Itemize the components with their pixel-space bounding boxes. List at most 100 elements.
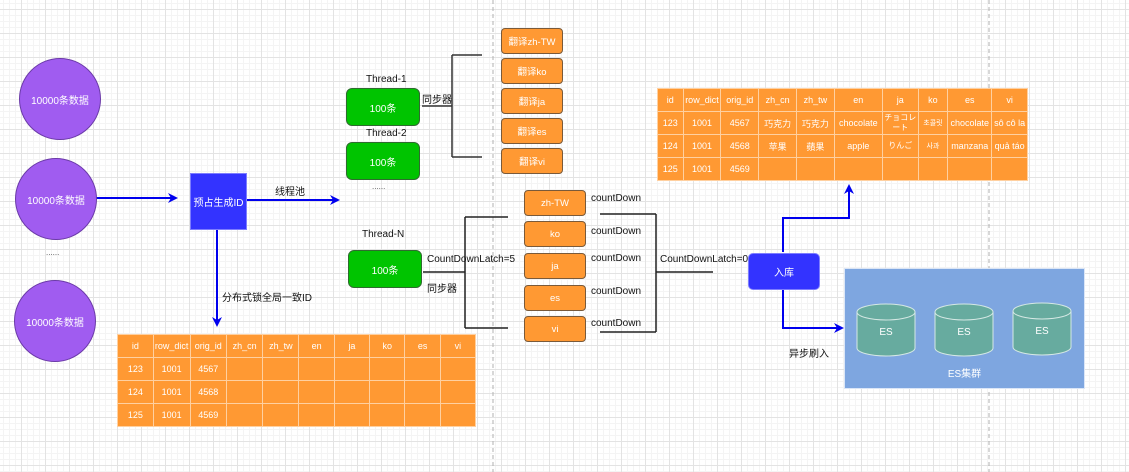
thread-ellipsis: ...... xyxy=(372,182,386,191)
column-header: id xyxy=(657,88,684,112)
table-cell xyxy=(262,357,300,381)
database-icon xyxy=(856,303,916,357)
translate-task-ja[interactable]: 翻译ja xyxy=(501,88,563,114)
preallocate-id-box[interactable]: 预占生成ID xyxy=(190,173,247,230)
thread-2-title: Thread-2 xyxy=(366,128,407,139)
column-header: zh_cn xyxy=(225,334,264,358)
source-ellipsis: ...... xyxy=(46,248,60,257)
table-cell: 1001 xyxy=(152,357,191,381)
table-cell xyxy=(225,403,264,427)
table-cell: quả táo xyxy=(991,134,1028,158)
source-data-node-2[interactable]: 10000条数据 xyxy=(15,158,97,240)
table-cell: manzana xyxy=(947,134,993,158)
table-cell: 1001 xyxy=(152,403,191,427)
es-node-1[interactable]: ES xyxy=(856,303,916,357)
column-header: row_dict xyxy=(152,334,191,358)
table-cell xyxy=(333,357,371,381)
table-cell xyxy=(298,380,335,404)
thread-1-title: Thread-1 xyxy=(366,74,407,85)
column-header: orig_id xyxy=(189,334,227,358)
es-node-3[interactable]: ES xyxy=(1012,302,1072,356)
countdown-label-3: countDown xyxy=(591,253,642,264)
table-cell: 초콜릿 xyxy=(917,111,949,135)
column-header: zh_tw xyxy=(795,88,835,112)
column-header: zh_tw xyxy=(262,334,300,358)
table-cell xyxy=(947,157,993,181)
table-cell: 4568 xyxy=(189,380,227,404)
column-header: ko xyxy=(369,334,406,358)
table-cell xyxy=(991,157,1028,181)
lang-task-es[interactable]: es xyxy=(524,285,586,311)
table-cell: chocolate xyxy=(833,111,883,135)
column-header: row_dict xyxy=(682,88,722,112)
threadpool-label: 线程池 xyxy=(275,187,305,198)
translate-task-es[interactable]: 翻译es xyxy=(501,118,563,144)
column-header: ja xyxy=(881,88,919,112)
lang-task-ko[interactable]: ko xyxy=(524,221,586,247)
column-header: orig_id xyxy=(720,88,760,112)
latch-bracket-start xyxy=(423,216,508,329)
table-cell: 巧克力 xyxy=(758,111,797,135)
arrow-store-to-es xyxy=(782,290,844,333)
translate-task-vi[interactable]: 翻译vi xyxy=(501,148,563,174)
table-cell: チョコレート xyxy=(881,111,919,135)
table-cell: 125 xyxy=(117,403,154,427)
lang-task-vi[interactable]: vi xyxy=(524,316,586,342)
table-cell xyxy=(369,403,406,427)
es-cluster[interactable]: ES ES ES ES集群 xyxy=(844,268,1085,389)
translate-task-zh-tw[interactable]: 翻译zh-TW xyxy=(501,28,563,54)
source-data-node-1[interactable]: 10000条数据 xyxy=(19,58,101,140)
column-header: es xyxy=(404,334,441,358)
countdown-label-5: countDown xyxy=(591,318,642,329)
thread-1-box[interactable]: 100条 xyxy=(346,88,420,126)
table-cell: 蘋果 xyxy=(795,134,835,158)
latch-start-label: CountDownLatch=5 xyxy=(427,254,516,265)
sync-label-bottom: 同步器 xyxy=(427,284,457,295)
table-cell xyxy=(881,157,919,181)
table-cell: 4569 xyxy=(720,157,760,181)
table-cell xyxy=(333,403,371,427)
es-node-2[interactable]: ES xyxy=(934,303,994,357)
es-node-2-label: ES xyxy=(957,327,971,338)
table-cell xyxy=(369,380,406,404)
table-cell xyxy=(298,403,335,427)
es-node-1-label: ES xyxy=(879,327,893,338)
lang-task-ja[interactable]: ja xyxy=(524,253,586,279)
table-cell: 사과 xyxy=(917,134,949,158)
table-cell: 4567 xyxy=(189,357,227,381)
table-cell: 苹果 xyxy=(758,134,797,158)
table-cell: 4568 xyxy=(720,134,760,158)
table-cell: 1001 xyxy=(682,134,722,158)
table-cell: chocolate xyxy=(947,111,993,135)
arrow-store-to-table xyxy=(782,184,854,252)
table-cell xyxy=(404,403,441,427)
table-cell: 125 xyxy=(657,157,684,181)
table-cell xyxy=(333,380,371,404)
translate-task-ko[interactable]: 翻译ko xyxy=(501,58,563,84)
latch-bracket-end xyxy=(600,213,713,333)
database-icon xyxy=(1012,302,1072,356)
source-data-node-3[interactable]: 10000条数据 xyxy=(14,280,96,362)
table-cell xyxy=(225,380,264,404)
table-cell xyxy=(439,380,477,404)
column-header: en xyxy=(298,334,335,358)
lang-task-zh-tw[interactable]: zh-TW xyxy=(524,190,586,216)
table-cell xyxy=(404,380,441,404)
table-cell xyxy=(795,157,835,181)
table-cell: 1001 xyxy=(152,380,191,404)
latch-end-label: CountDownLatch=0 xyxy=(660,254,749,265)
store-box[interactable]: 入库 xyxy=(748,253,820,290)
table-cell: 1001 xyxy=(682,157,722,181)
thread-n-title: Thread-N xyxy=(362,229,405,240)
thread-2-box[interactable]: 100条 xyxy=(346,142,420,180)
column-header: ja xyxy=(333,334,371,358)
thread-n-box[interactable]: 100条 xyxy=(348,250,422,288)
table-cell xyxy=(262,403,300,427)
